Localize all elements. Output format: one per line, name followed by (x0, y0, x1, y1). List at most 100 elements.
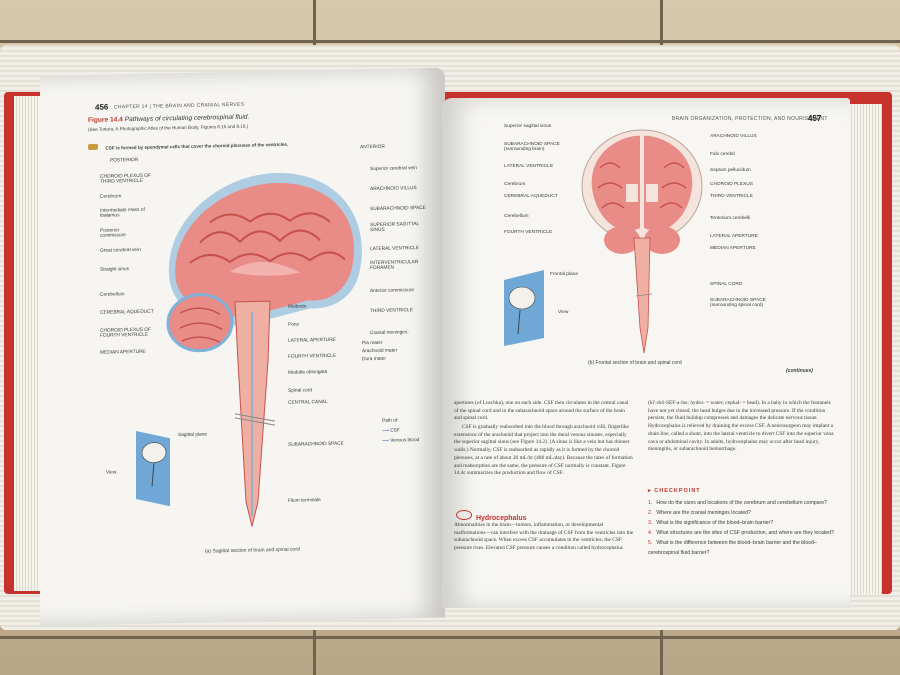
label-subarachnoid-space: SUBARACHNOID SPACE (370, 205, 426, 213)
label-pons: Pons (288, 322, 299, 328)
label-medulla-oblongata: Medulla oblongata (288, 369, 328, 376)
label-cerebrum-b: Cerebrum (504, 182, 526, 187)
label-pia-mater: Pia mater (362, 340, 383, 347)
left-page: 456 CHAPTER 14 | THE BRAIN AND CRANIAL N… (40, 67, 445, 626)
label-fourth-ventricle-b: FOURTH VENTRICLE (504, 230, 553, 235)
tile-grout (0, 636, 900, 639)
legend-csf: ⟶ CSF (382, 428, 400, 433)
sagittal-plane-inset (136, 430, 170, 507)
figure-title-line: Figure 14.4 Pathways of circulating cere… (88, 114, 249, 124)
body-paragraph-1: apertures (of Luschka), one on each side… (454, 400, 629, 422)
checkpoint-item: 4.What structures are the sites of CSF p… (648, 528, 834, 538)
checkpoint-item: 5.What is the difference between the blo… (648, 538, 834, 558)
checkpoint-question: Where are the cranial meninges located? (656, 510, 751, 516)
label-spinal-cord: Spinal cord (288, 388, 312, 394)
checkpoint-question: What structures are the sites of CSF pro… (656, 530, 834, 536)
checkpoint-list: 1.How do the sizes and locations of the … (648, 498, 834, 558)
triangle-icon: ▸ (648, 488, 655, 494)
label-third-ventricle: THIRD VENTRICLE (370, 308, 413, 315)
checkpoint-item: 1.How do the sizes and locations of the … (648, 498, 834, 508)
label-lateral-aperture: LATERAL APERTURE (288, 337, 336, 344)
label-cerebral-aqueduct-b: CEREBRAL AQUEDUCT (504, 194, 558, 199)
key-icon (88, 143, 98, 150)
label-straight-sinus: Straight sinus (100, 267, 130, 273)
legend-venous-label: Venous blood (390, 438, 420, 444)
label-spinal-cord-b: SPINAL CORD (710, 282, 743, 287)
label-great-cerebral-vein: Great cerebral vein (100, 247, 141, 254)
label-choroid-plexus-fourth: CHOROID PLEXUS OF FOURTH VENTRICLE (100, 327, 151, 339)
label-sagittal-plane: Sagittal plane (178, 432, 208, 439)
running-head: CHAPTER 14 | THE BRAIN AND CRANIAL NERVE… (114, 101, 245, 111)
continues-label: (continues) (786, 368, 813, 374)
frontal-brain-illustration (581, 129, 703, 354)
figure-caption-a: (a) Sagittal section of brain and spinal… (205, 546, 300, 555)
tile-grout (0, 40, 900, 43)
label-posterior-commissure: Posterior commissure (100, 228, 126, 239)
checkpoint-number: 2. (648, 510, 653, 516)
label-tentorium-cerebelli: Tentorium cerebelli (710, 216, 751, 221)
label-choroid-plexus-b: CHOROID PLEXUS (710, 182, 753, 187)
checkpoint-question: What is the difference between the blood… (648, 540, 817, 556)
key-point-row: CSF is formed by ependymal cells that co… (88, 133, 288, 155)
label-lateral-ventricle: LATERAL VENTRICLE (370, 246, 420, 253)
body-paragraph-2: CSF is gradually reabsorbed into the blo… (454, 424, 633, 477)
frontal-plane-inset (504, 270, 544, 346)
label-cerebellum-b: Cerebellum (504, 214, 529, 219)
checkpoint-number: 4. (648, 530, 653, 536)
label-lateral-ventricle-b: LATERAL VENTRICLE (504, 164, 554, 169)
checkpoint-question: What is the significance of the blood–br… (656, 520, 774, 526)
label-third-ventricle-b: THIRD VENTRICLE (710, 194, 753, 199)
right-page: BRAIN ORGANIZATION, PROTECTION, AND NOUR… (442, 98, 850, 608)
label-filum-terminale: Filum terminale (288, 498, 321, 504)
feature-text: Abnormalities in the brain—tumors, infla… (454, 522, 634, 552)
figure-title: Pathways of circulating cerebrospinal fl… (124, 113, 250, 124)
label-septum-pellucidum: Septum pellucidum (710, 168, 751, 173)
feature-heading: Hydrocephalus (456, 510, 527, 522)
label-intermediate-mass: Intermediate mass of thalamus (100, 207, 145, 219)
checkpoint-item: 3.What is the significance of the blood–… (648, 518, 834, 528)
key-point: CSF is formed by ependymal cells that co… (105, 141, 289, 151)
feature-title: Hydrocephalus (475, 515, 527, 522)
label-cranial-meninges: Cranial meninges: (370, 330, 409, 337)
legend-title: Path of: (382, 418, 399, 424)
label-frontal-plane: Frontal plane (550, 272, 578, 277)
checkpoint-heading: ▸ CHECKPOINT (648, 488, 701, 494)
label-superior-sagittal-sinus: SUPERIOR SAGITTAL SINUS (370, 222, 420, 234)
label-central-canal: CENTRAL CANAL (288, 399, 328, 406)
label-subarachnoid-space-cord-b: SUBARACHNOID SPACE (surrounding spinal c… (710, 298, 766, 308)
checkpoint-title: CHECKPOINT (654, 488, 701, 494)
legend-csf-label: CSF (390, 428, 400, 434)
label-lateral-aperture-b: LATERAL APERTURE (710, 234, 758, 239)
label-interventricular-foramen: INTERVENTRICULAR FORAMEN (370, 260, 419, 272)
label-fourth-ventricle: FOURTH VENTRICLE (288, 353, 337, 360)
anterior-label: ANTERIOR (360, 144, 385, 151)
label-median-aperture: MEDIAN APERTURE (100, 349, 146, 356)
figure-label: Figure 14.4 (88, 116, 123, 124)
page-edges-right (846, 104, 882, 594)
arrow-icon: ⟶ (382, 428, 391, 434)
label-view: View (106, 470, 117, 476)
label-choroid-plexus-third: CHOROID PLEXUS OF THIRD VENTRICLE (100, 173, 151, 185)
label-view-b: View (558, 310, 569, 315)
body-paragraph-3: (hī′-drō-SEF-a-lus; hydro- = water; ceph… (648, 400, 834, 453)
checkpoint-question: How do the sizes and locations of the ce… (656, 500, 828, 506)
label-cerebrum: Cerebrum (100, 194, 122, 200)
page-number: 456 (95, 102, 109, 112)
checkpoint-number: 3. (648, 520, 653, 526)
checkpoint-number: 5. (648, 540, 653, 546)
label-median-aperture-b: MEDIAN APERTURE (710, 246, 756, 251)
posterior-label: POSTERIOR (110, 157, 139, 164)
label-arachnoid-mater: Arachnoid mater (362, 348, 398, 355)
label-anterior-commissure: Anterior commissure (370, 288, 414, 295)
page-number: 457 (808, 114, 822, 123)
label-arachnoid-villus-b: ARACHNOID VILLUS (710, 134, 757, 139)
label-dura-mater: Dura mater (362, 356, 386, 363)
running-head: BRAIN ORGANIZATION, PROTECTION, AND NOUR… (672, 116, 828, 122)
checkpoint-number: 1. (648, 500, 653, 506)
sagittal-brain-illustration (166, 172, 362, 527)
label-superior-sagittal-sinus-b: Superior sagittal sinus (504, 124, 552, 129)
label-cerebellum: Cerebellum (100, 292, 125, 298)
legend-venous: ⟶ Venous blood (382, 438, 419, 444)
label-arachnoid-villus: ARACHNOID VILLUS (370, 186, 417, 193)
figure-caption-b: (b) Frontal section of brain and spinal … (588, 360, 682, 366)
